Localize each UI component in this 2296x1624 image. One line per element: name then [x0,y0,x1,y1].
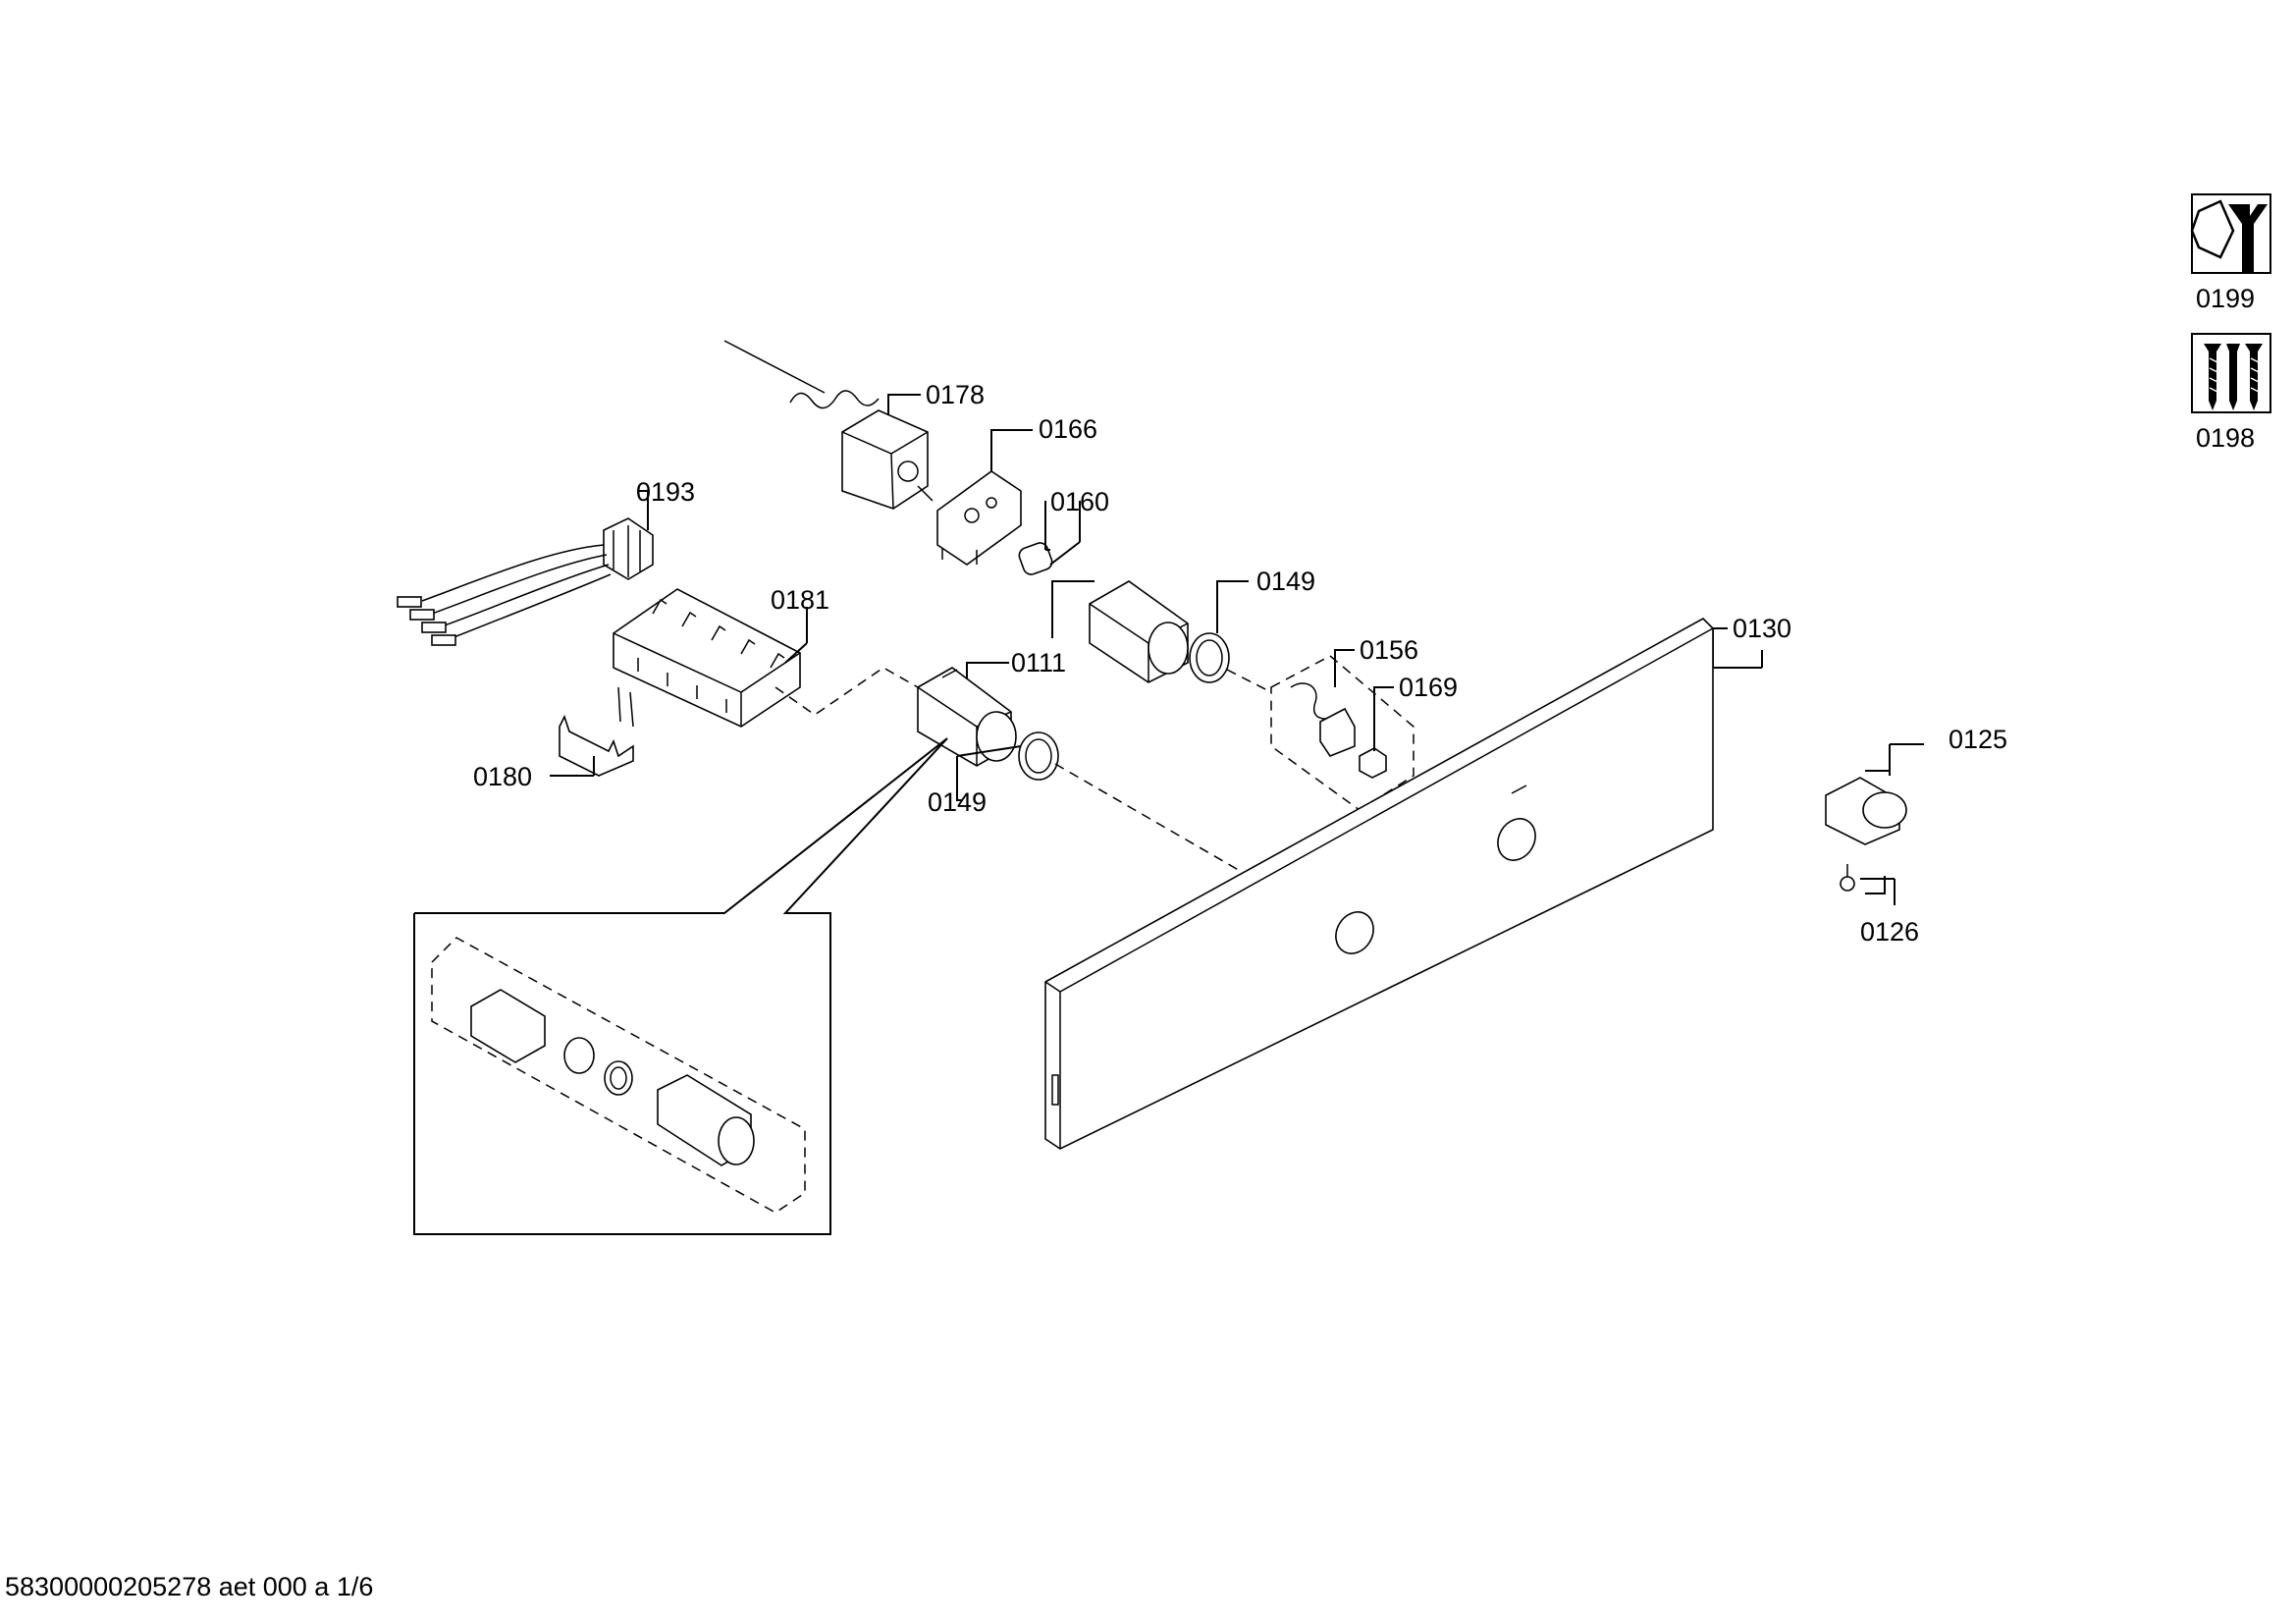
label-0180[interactable]: 0180 [473,762,532,791]
label-0169[interactable]: 0169 [1399,673,1458,702]
label-0181[interactable]: 0181 [771,585,829,615]
part-0166-bracket[interactable] [936,470,1022,566]
service-icon-0198[interactable]: 0198 [2191,333,2271,453]
service-icon-0199[interactable]: 0199 [2190,193,2271,313]
part-0111-knob-shaft[interactable] [917,662,1017,767]
label-0156[interactable]: 0156 [1360,635,1418,665]
label-0130[interactable]: 0130 [1733,614,1791,643]
label-0199: 0199 [2196,284,2255,313]
detail-inset [413,737,948,1235]
part-labels: 0178 0166 0193 0160 0149 0181 0156 0130 … [473,380,2007,947]
part-0149-ring-right[interactable] [1189,580,1249,683]
part-0149-ring-left[interactable] [956,731,1059,800]
label-0166[interactable]: 0166 [1039,414,1097,444]
nut-wrench-icon [2190,199,2268,273]
part-0181-terminal-block[interactable] [613,588,808,728]
label-0126[interactable]: 0126 [1860,917,1919,947]
screws-icon [2204,344,2263,410]
assembly-axis-lines [774,667,1272,873]
part-0125-bracket[interactable] [1825,743,1924,845]
label-0125[interactable]: 0125 [1949,725,2007,754]
label-0160[interactable]: 0160 [1050,487,1109,516]
label-0111[interactable]: 0111 [1011,648,1066,677]
label-0193[interactable]: 0193 [636,477,695,507]
label-0149-lower[interactable]: 0149 [928,787,987,817]
part-0180-clip[interactable] [550,686,634,777]
part-0111-knob-shaft-right[interactable] [1051,580,1189,683]
part-0193-wiring-harness[interactable] [397,490,654,646]
part-0156-sensor-group[interactable] [1270,649,1415,811]
label-0178[interactable]: 0178 [926,380,985,409]
part-0130-control-panel[interactable] [1044,618,1763,1150]
label-0149-upper[interactable]: 0149 [1256,567,1315,596]
label-0198: 0198 [2196,423,2255,453]
part-0178-selector-switch[interactable] [723,340,934,510]
part-0126-screw[interactable] [1840,864,1896,905]
part-0160-indicator[interactable] [1017,501,1081,576]
document-footer-code: 58300000205278 aet 000 a 1/6 [5,1572,373,1601]
